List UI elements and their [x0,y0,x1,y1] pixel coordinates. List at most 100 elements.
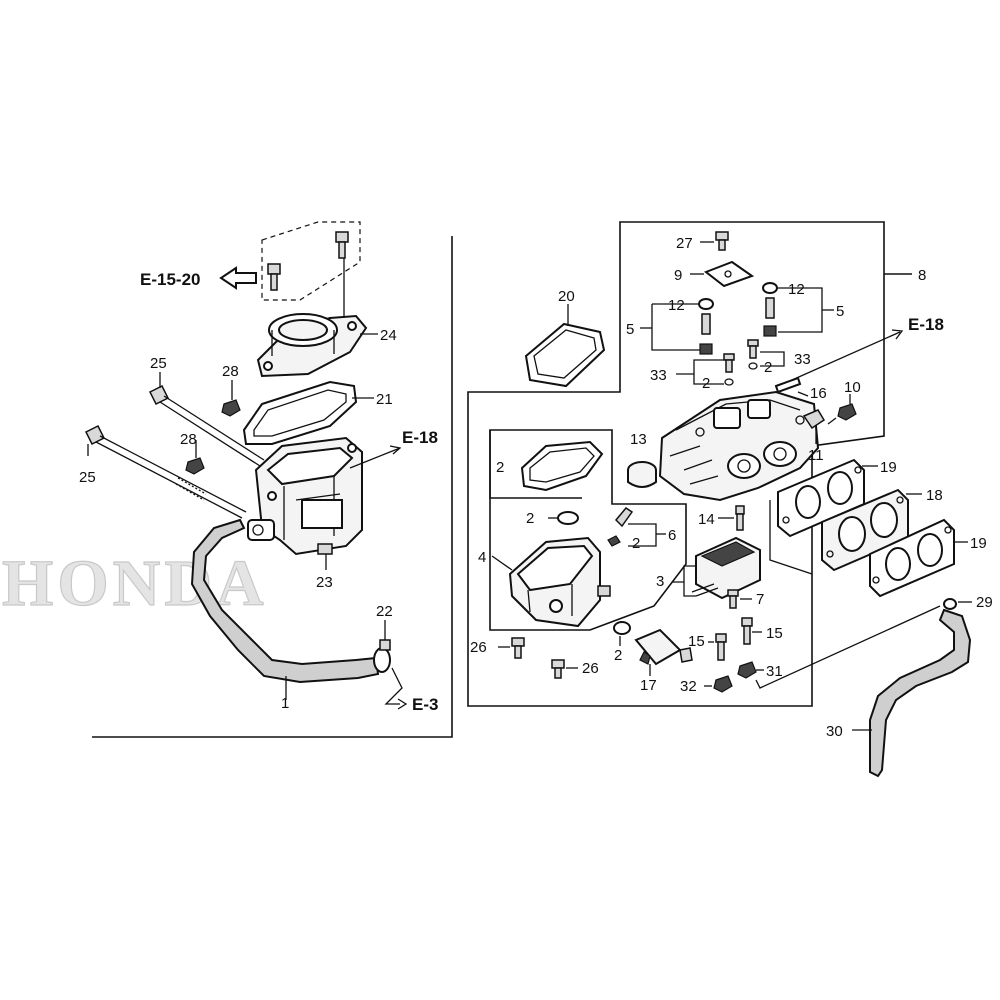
part-25-long-bolt-lower [84,424,247,519]
callout-20[interactable]: 20 [558,288,575,305]
part-25-long-bolt-upper [148,384,265,467]
left-assembly: E-15-20 [79,221,453,738]
e18-right-leader [791,331,901,381]
callout-10[interactable]: 10 [844,379,861,396]
callout-33-left[interactable]: 33 [650,367,667,384]
part-3-float [691,536,761,600]
callout-5-left[interactable]: 5 [626,321,634,338]
part-16-pin [774,376,802,394]
callout-17[interactable]: 17 [640,677,657,694]
part-2-small-oring [607,535,621,547]
part-24-intake-elbow [256,313,368,378]
part-19-gasket-lower [869,518,955,598]
part-29-hose-clamp [943,598,957,610]
callout-2-left-jet[interactable]: 2 [702,375,710,392]
callout-12-left[interactable]: 12 [668,297,685,314]
callout-30[interactable]: 30 [826,723,843,740]
part-26-screw-right [551,659,565,679]
part-30-vent-hose [869,608,972,778]
callout-12-right[interactable]: 12 [788,281,805,298]
callout-19-lower[interactable]: 19 [970,535,987,552]
callout-33-right[interactable]: 33 [794,351,811,368]
gasket-bracket [489,430,582,499]
callout-27[interactable]: 27 [676,235,693,252]
callout-26-right[interactable]: 26 [582,660,599,677]
float-chamber-frame [489,429,687,631]
callout-25-lower[interactable]: 25 [79,469,96,486]
callout-28-lower[interactable]: 28 [180,431,197,448]
callout-24[interactable]: 24 [380,327,397,344]
part-11-fitting [802,409,826,430]
callout-4[interactable]: 4 [478,549,486,566]
callout-19-upper[interactable]: 19 [880,459,897,476]
callout-6[interactable]: 6 [668,527,676,544]
callout-2-gasket[interactable]: 2 [496,459,504,476]
callout-21[interactable]: 21 [376,391,393,408]
part-10-screw [827,403,857,425]
bolt-group-box [261,221,361,301]
ref-e18-right[interactable]: E-18 [908,315,944,334]
part-2-oring-float [557,511,579,525]
honda-watermark: HONDA [2,547,268,620]
part-14-screw [735,505,745,531]
callout-26-left[interactable]: 26 [470,639,487,656]
part-27-screw [715,231,729,251]
callout-29[interactable]: 29 [976,594,993,611]
callout-32[interactable]: 32 [680,678,697,695]
flange-bolt-b [335,231,349,259]
callout-14[interactable]: 14 [698,511,715,528]
part-4-float-chamber [508,536,611,628]
part-33-screw-right [747,339,759,370]
callout-15-left[interactable]: 15 [688,633,705,650]
part-1-fuel-hose [190,518,380,684]
part-5-jet-right [763,297,777,337]
part-2-float-gasket [520,440,604,492]
ref-e3[interactable]: E-3 [412,695,438,714]
callout-18[interactable]: 18 [926,487,943,504]
callout-5-right[interactable]: 5 [836,303,844,320]
e15-20-arrow-icon [219,266,257,290]
part-28-nut-lower [185,457,205,475]
flange-bolt-a [267,263,281,291]
callout-31[interactable]: 31 [766,663,783,680]
part-17-fuel-cut-solenoid [634,628,693,666]
part-2-washer-solenoid [613,621,631,635]
callout-1[interactable]: 1 [281,695,289,712]
callout-8[interactable]: 8 [918,267,926,284]
callout-3[interactable]: 3 [656,573,664,590]
part-6-needle [614,507,634,528]
part-23-spacer-body [247,436,363,556]
left-frame [92,236,453,738]
part-26-screw-left [511,637,525,659]
ref-e15-20[interactable]: E-15-20 [140,270,200,289]
callout-23[interactable]: 23 [316,574,333,591]
part-21-gasket [242,380,358,445]
callout-2-float-oring[interactable]: 2 [526,510,534,527]
part-12-cap-right [762,282,778,294]
callout-15-right[interactable]: 15 [766,625,783,642]
callout-22[interactable]: 22 [376,603,393,620]
part-28-nut-upper [221,399,241,417]
part-32-nut [713,675,733,693]
callout-13[interactable]: 13 [630,431,647,448]
callout-2-needle[interactable]: 2 [632,535,640,552]
ref-e18-left[interactable]: E-18 [402,428,438,447]
right-frame [467,221,885,707]
callout-25-upper[interactable]: 25 [150,355,167,372]
part-15-screw-left [715,633,727,661]
callout-11[interactable]: 11 [808,447,824,464]
callout-2-solenoid[interactable]: 2 [614,647,622,664]
part-31-nut [737,661,757,679]
callout-2-right-jet[interactable]: 2 [764,359,772,376]
callout-28-upper[interactable]: 28 [222,363,239,380]
right-assembly: E-18 27 9 8 20 12 12 5 5 2 33 33 2 16 10… [467,221,993,778]
callout-9[interactable]: 9 [674,267,682,284]
callout-7[interactable]: 7 [756,591,764,608]
part-20-gasket [524,322,606,388]
callout-16[interactable]: 16 [810,385,827,402]
part-8-carburetor-body [658,390,820,502]
part-33-screw-left [723,353,735,386]
part-15-screw-right [741,617,753,645]
part-7-screw [727,589,739,609]
